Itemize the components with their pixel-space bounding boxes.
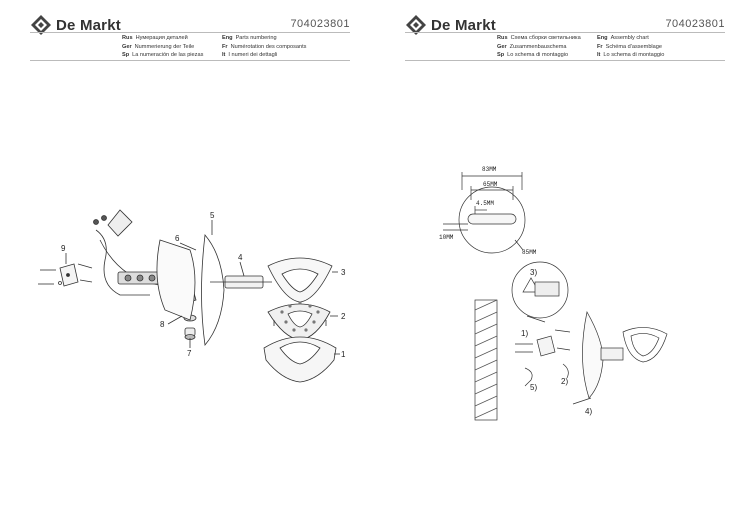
brand-logo: De Markt: [30, 14, 121, 36]
caption-rule: [405, 60, 725, 61]
dim-85mm: 85MM: [522, 249, 537, 256]
part-label-4: 4: [238, 253, 243, 262]
header-rule: [30, 32, 350, 33]
brand-logo-icon: [406, 15, 426, 35]
wall-cover: [582, 311, 604, 399]
brand-logo: De Markt: [405, 14, 496, 36]
article-code: 704023801: [290, 18, 350, 30]
exploded-parts-drawing: 1 2 3 4 5 6 7 8 9: [38, 209, 346, 383]
dim-10mm: 10MM: [439, 234, 454, 241]
step-2-label: 2): [561, 377, 568, 386]
brand-name: De Markt: [56, 16, 121, 34]
wall: [474, 299, 498, 421]
part-label-3: 3: [341, 268, 346, 277]
article-code: 704023801: [665, 18, 725, 30]
arm-tube: [600, 347, 624, 361]
part-label-1: 1: [341, 350, 346, 359]
part-label-2: 2: [341, 312, 346, 321]
header-rule: [405, 32, 725, 33]
wall-cover: [201, 234, 225, 346]
mount-slot: [467, 213, 517, 225]
part-label-9: 9: [61, 244, 66, 253]
part-label-8: 8: [160, 320, 165, 329]
part-label-7: 7: [187, 349, 192, 358]
brand-logo-icon: [31, 15, 51, 35]
dim-65mm: 65MM: [483, 181, 498, 188]
wall-bracket: [536, 335, 556, 357]
dim-83mm: 83MM: [482, 166, 497, 173]
step-5-label: 5): [530, 383, 537, 392]
step-1-label: 1): [521, 329, 528, 338]
step-4-label: 4): [585, 407, 592, 416]
step-3-label: 3): [530, 268, 537, 277]
part-label-5: 5: [210, 211, 215, 220]
brand-name: De Markt: [431, 16, 496, 34]
part-label-6: 6: [175, 234, 180, 243]
assembly-drawing: 83MM 65MM 4.5MM 10MM 85MM 1) 2) 3) 4) 5): [439, 166, 668, 421]
caption-rule: [30, 60, 350, 61]
dim-4-5mm: 4.5MM: [476, 200, 494, 207]
back-housing: [156, 239, 196, 321]
